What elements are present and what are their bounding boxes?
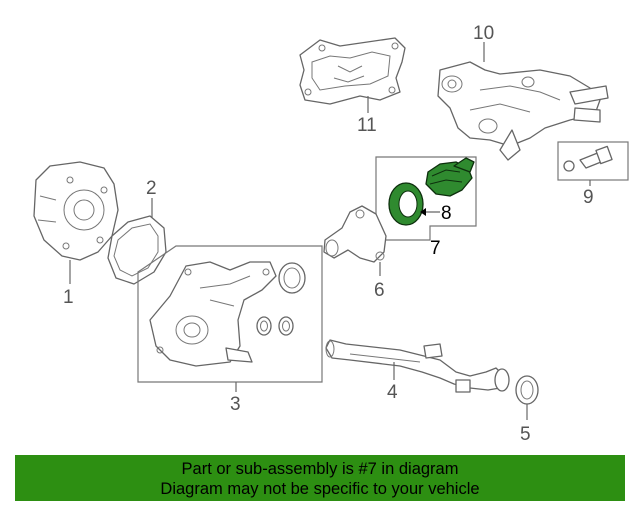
callout-5[interactable]: 5 bbox=[520, 424, 531, 445]
part-3-passage[interactable] bbox=[149, 261, 306, 367]
callout-3[interactable]: 3 bbox=[230, 394, 241, 415]
part-9-box bbox=[557, 141, 629, 181]
callout-8[interactable]: 8 bbox=[441, 203, 452, 224]
banner-line-2: Diagram may not be specific to your vehi… bbox=[160, 480, 480, 498]
part-6-outlet[interactable] bbox=[323, 205, 387, 263]
callout-9[interactable]: 9 bbox=[583, 187, 594, 208]
callout-10[interactable]: 10 bbox=[473, 23, 494, 44]
part-2-gasket[interactable] bbox=[107, 215, 167, 285]
part-4-pipe[interactable] bbox=[325, 339, 510, 393]
callout-6[interactable]: 6 bbox=[374, 280, 385, 301]
part-3-box bbox=[137, 245, 323, 383]
part-7-thermostat[interactable] bbox=[388, 157, 475, 226]
callout-2[interactable]: 2 bbox=[146, 178, 157, 199]
part-1-pump[interactable] bbox=[33, 161, 119, 261]
part-10-housing[interactable] bbox=[437, 61, 609, 161]
arrow-8 bbox=[420, 208, 426, 216]
part-9-sensor[interactable] bbox=[563, 145, 613, 172]
part-5-oring[interactable] bbox=[515, 375, 539, 405]
callout-1[interactable]: 1 bbox=[63, 287, 74, 308]
info-banner: Part or sub-assembly is #7 in diagram Di… bbox=[15, 455, 625, 501]
callout-4[interactable]: 4 bbox=[387, 382, 398, 403]
callout-7[interactable]: 7 bbox=[430, 238, 441, 259]
callout-11[interactable]: 11 bbox=[357, 115, 377, 136]
part-11-gasket[interactable] bbox=[299, 37, 406, 105]
banner-line-1: Part or sub-assembly is #7 in diagram bbox=[181, 460, 459, 478]
